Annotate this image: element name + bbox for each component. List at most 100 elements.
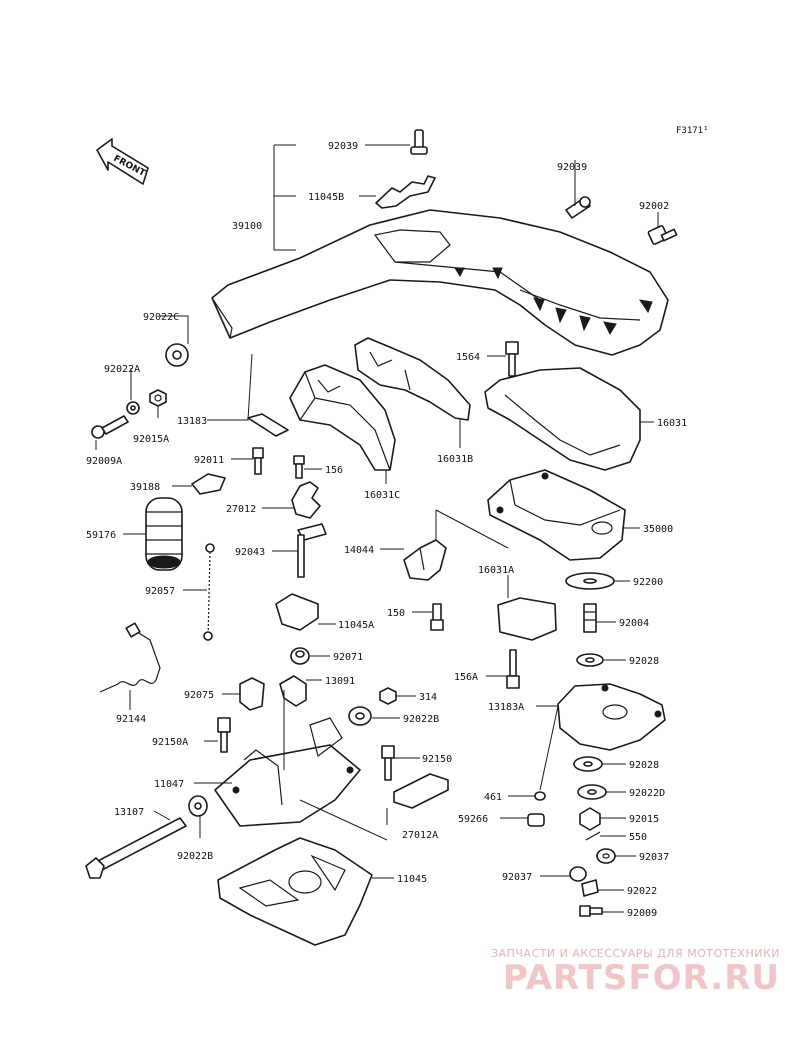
washer-92022c-part	[165, 343, 189, 367]
callout-label: 39188	[130, 482, 160, 493]
callout-label: 92037	[639, 852, 669, 863]
bracket-11045a-part	[275, 593, 319, 631]
callout-label: 92075	[184, 690, 214, 701]
callout-label: 92039	[328, 141, 358, 152]
washer-92022b-upper-part	[348, 706, 372, 726]
bolt-156a-part	[506, 649, 520, 689]
callout-label: 92022A	[104, 364, 140, 375]
block-92075-part	[239, 677, 265, 711]
figure-code: F3171¹	[676, 126, 709, 136]
pin-92039-right-part	[565, 196, 591, 219]
callout-label: 11045B	[308, 192, 344, 203]
bolt-92150a-part	[217, 717, 231, 753]
callout-label: 92043	[235, 547, 265, 558]
callout-label: 92022	[627, 886, 657, 897]
callout-label: 16031C	[364, 490, 400, 501]
plate-35000-part	[487, 469, 626, 561]
callout-label: 150	[387, 608, 405, 619]
pin-92039-upper-part	[410, 129, 428, 155]
plate-13183a-part	[557, 683, 666, 751]
callout-label: 550	[629, 832, 647, 843]
base-bracket-11047-part	[214, 717, 361, 827]
clamp-92037-upper-part	[596, 848, 616, 864]
callout-label: 92015	[629, 814, 659, 825]
callout-label: 92011	[194, 455, 224, 466]
plate-13183-part	[247, 413, 289, 437]
stud-92004-part	[583, 603, 597, 633]
callout-label: 92071	[333, 652, 363, 663]
washer-92028-upper-part	[576, 653, 604, 667]
foam-16031c-part	[289, 364, 396, 471]
callout-label: 92009A	[86, 456, 122, 467]
callout-label: 92144	[116, 714, 146, 725]
nut-92015-part	[579, 807, 601, 831]
callout-label: 156A	[454, 672, 478, 683]
spring-92144-part	[99, 622, 161, 693]
washer-92022a-part	[126, 401, 140, 415]
callout-label: 92028	[629, 760, 659, 771]
callout-label: 92150A	[152, 737, 188, 748]
leader-lines	[95, 144, 659, 913]
callout-label: 92002	[639, 201, 669, 212]
bolt-156-part	[293, 455, 305, 479]
bracket-11045b-part	[375, 175, 436, 209]
callout-label: 39100	[232, 221, 262, 232]
foam-16031b-part	[354, 337, 471, 421]
callout-label: 92039	[557, 162, 587, 173]
callout-label: 92022C	[143, 312, 179, 323]
callout-label: 92150	[422, 754, 452, 765]
callout-labels: 92039 11045B 39100 92039 92002 92022C 92…	[86, 141, 687, 919]
collar-92071-part	[290, 647, 310, 665]
callout-label: 92009	[627, 908, 657, 919]
bracket-14044-part	[403, 539, 447, 581]
callout-label: 92022B	[177, 851, 213, 862]
callout-label: 92200	[633, 577, 663, 588]
bolt-1564-part	[505, 341, 519, 377]
bolt-92002-part	[647, 225, 678, 245]
callout-label: 13107	[114, 807, 144, 818]
callout-label: 11045A	[338, 620, 374, 631]
callout-label: 14044	[344, 545, 374, 556]
foam-16031-part	[484, 367, 641, 471]
callout-label: 92015A	[133, 434, 169, 445]
base-plate-11045-part	[217, 837, 373, 946]
callout-label: 59266	[458, 814, 488, 825]
callout-label: 11045	[397, 874, 427, 885]
callout-label: 11047	[154, 779, 184, 790]
front-arrow-icon: FRONT	[96, 138, 149, 185]
washer-92200-part	[565, 572, 615, 590]
bracket-27012a-part	[393, 773, 449, 809]
callout-label: 92028	[629, 656, 659, 667]
watermark-brand: PARTSFOR.RU	[502, 958, 780, 998]
washer-92022d-part	[577, 784, 607, 800]
foam-16031a-part	[497, 597, 557, 641]
callout-label: 1564	[456, 352, 480, 363]
bolt-92150-part	[381, 745, 395, 781]
bolt-13107-part	[85, 817, 187, 879]
pin-550-part	[585, 831, 601, 841]
watermark: ЗАПЧАСТИ И АКСЕССУАРЫ ДЛЯ МОТОТЕХНИКИ PA…	[480, 947, 780, 996]
callout-label: 92004	[619, 618, 649, 629]
washer-92022b-lower-part	[188, 795, 208, 817]
bolt-92011-part	[252, 447, 264, 475]
callout-label: 27012	[226, 504, 256, 515]
nut-92015a-part	[149, 389, 167, 407]
bolt-150-part	[430, 603, 444, 631]
callout-label: 16031A	[478, 565, 514, 576]
callout-label: 314	[419, 692, 437, 703]
rod-92043-part	[297, 523, 327, 578]
callout-label: 92037	[502, 872, 532, 883]
callout-label: 27012A	[402, 830, 438, 841]
hood-cover-part	[211, 209, 669, 356]
callout-label: 92057	[145, 586, 175, 597]
watermark-caption: ЗАПЧАСТИ И АКСЕССУАРЫ ДЛЯ МОТОТЕХНИКИ	[491, 947, 780, 960]
clip-92022-part	[581, 879, 599, 897]
callout-label: 16031B	[437, 454, 473, 465]
callout-label: 59176	[86, 530, 116, 541]
callout-label: 92022B	[403, 714, 439, 725]
callout-label: 13091	[325, 676, 355, 687]
callout-label: 13183	[177, 416, 207, 427]
callout-label: 156	[325, 465, 343, 476]
